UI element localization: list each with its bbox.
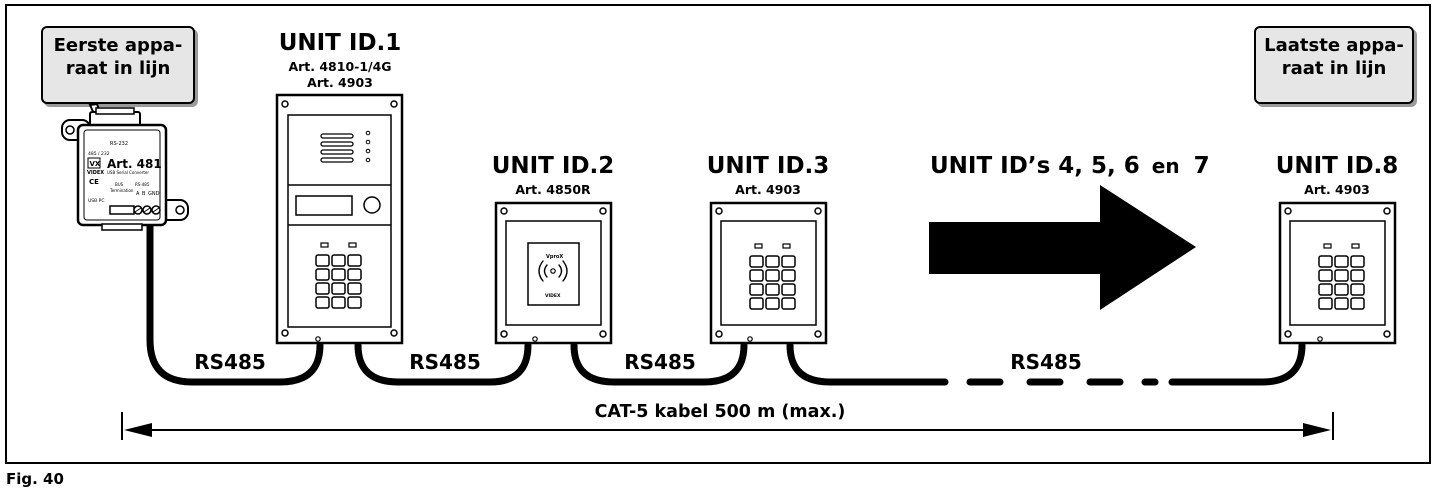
unit-1-art-1: Art. 4810-1/4G — [288, 59, 392, 74]
unit-8-title: UNIT ID.8 — [1275, 153, 1399, 179]
converter-port-left: 485 / 232 — [88, 151, 110, 157]
cable-label-1: RS485 — [194, 350, 266, 374]
cable-label-2: RS485 — [409, 350, 481, 374]
unit-2-art: Art. 4850R — [515, 182, 591, 197]
first-device-box: Eerste appa- raat in lijn — [41, 26, 195, 104]
first-device-line1: Eerste appa- — [53, 35, 183, 56]
last-device-box: Laatste appa- raat in lijn — [1254, 26, 1414, 104]
converter-brand: VX — [90, 160, 101, 168]
unit-8-art: Art. 4903 — [1304, 182, 1370, 197]
unit-2-title: UNIT ID.2 — [491, 153, 615, 179]
usb-serial-converter: RS-232 485 / 232 VX VIDEX Art. 481 USB S… — [61, 102, 189, 231]
converter-bus-label: BUS — [115, 182, 124, 187]
converter-rs485-label: RS-485 — [135, 182, 150, 187]
last-device-line2: raat in lijn — [1281, 58, 1387, 79]
figure-label: Fig. 40 — [6, 470, 64, 488]
reader-maker: VIDEX — [545, 293, 561, 299]
cable-label-3: RS485 — [624, 350, 696, 374]
unit-3-panel — [709, 201, 828, 345]
converter-article: Art. 481 — [107, 157, 162, 171]
direction-arrow — [929, 185, 1196, 310]
unit-3-title: UNIT ID.3 — [706, 153, 830, 179]
converter-term-b: B — [142, 191, 146, 197]
converter-mark: CE — [89, 178, 99, 186]
cable-4a — [786, 341, 949, 386]
reader-brand: VproX — [546, 254, 563, 260]
cables — [146, 216, 1306, 386]
unit-8-panel — [1278, 201, 1397, 345]
converter-usb-label: USB PC — [88, 198, 105, 204]
dimension-line — [121, 412, 1334, 440]
unit-2-panel: VproX VIDEX — [494, 201, 613, 345]
cable-1 — [146, 216, 324, 386]
unit-1-art-2: Art. 4903 — [307, 75, 373, 90]
middle-units-text: UNIT ID’s 4, 5, 6 — [930, 153, 1140, 179]
middle-units-en: en — [1151, 154, 1180, 178]
frame-border — [5, 4, 1431, 464]
cable-length-label: CAT-5 kabel 500 m (max.) — [594, 402, 846, 422]
converter-port-top: RS-232 — [110, 141, 128, 147]
converter-maker: VIDEX — [87, 170, 104, 176]
last-device-line1: Laatste appa- — [1264, 35, 1404, 56]
converter-term-a: A — [136, 191, 140, 197]
converter-term-gnd: GND — [148, 191, 160, 197]
unit-3-art: Art. 4903 — [735, 182, 801, 197]
unit-1-title: UNIT ID.1 — [278, 30, 402, 56]
converter-termination: Termination — [109, 188, 134, 193]
cable-4b — [1168, 341, 1306, 386]
cable-label-4: RS485 — [1010, 350, 1082, 374]
middle-units-label: UNIT ID’s 4, 5, 6 en 7 — [930, 153, 1210, 179]
converter-subtitle: USB Serial Converter — [107, 170, 149, 175]
cable-2 — [354, 341, 532, 386]
cable-3 — [570, 341, 748, 386]
middle-units-seven: 7 — [1193, 153, 1210, 179]
unit-1-panel — [275, 93, 404, 345]
first-device-line2: raat in lijn — [65, 58, 171, 79]
